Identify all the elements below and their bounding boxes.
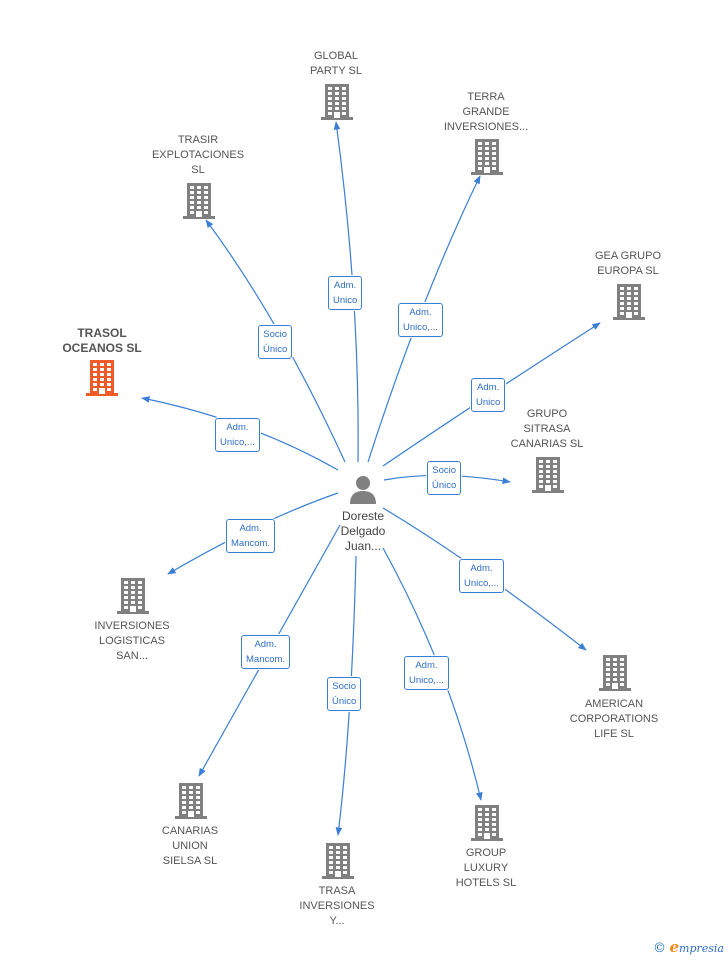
company-label-gea-grupo[interactable]: GEA GRUPO EUROPA SL bbox=[594, 250, 662, 277]
company-label-group-luxury[interactable]: GROUP LUXURY HOTELS SL bbox=[455, 847, 517, 889]
company-label-trasir[interactable]: TRASIR EXPLOTACIONES SL bbox=[151, 134, 245, 176]
relation-label-trasol[interactable]: Adm. Unico,... bbox=[215, 418, 260, 452]
company-label-trasa[interactable]: TRASA INVERSIONES Y... bbox=[299, 885, 375, 927]
center-person-name[interactable]: Doreste Delgado Juan... bbox=[340, 509, 386, 553]
company-label-trasol[interactable]: TRASOL OCEANOS SL bbox=[62, 326, 142, 355]
building-icon[interactable] bbox=[321, 84, 353, 120]
relation-label-canarias-union[interactable]: Adm. Mancom. bbox=[241, 635, 291, 669]
building-icon[interactable] bbox=[599, 655, 631, 691]
company-label-global-party[interactable]: GLOBAL PARTY SL bbox=[310, 50, 362, 77]
relation-label-trasir[interactable]: Socio Único bbox=[258, 325, 293, 359]
company-label-canarias-union[interactable]: CANARIAS UNION SIELSA SL bbox=[161, 825, 219, 867]
company-label-inversiones-logisticas[interactable]: INVERSIONES LOGISTICAS SAN... bbox=[94, 620, 170, 662]
relation-label-terra-grande[interactable]: Adm. Unico,... bbox=[398, 303, 443, 337]
person-icon[interactable] bbox=[347, 473, 379, 505]
relation-label-gea-grupo[interactable]: Adm. Unico bbox=[471, 378, 506, 412]
building-icon[interactable] bbox=[532, 457, 564, 493]
company-label-american-corporations[interactable]: AMERICAN CORPORATIONS LIFE SL bbox=[569, 698, 659, 740]
empresia-logo: © empresia bbox=[653, 938, 724, 956]
building-icon[interactable] bbox=[117, 578, 149, 614]
relation-label-group-luxury[interactable]: Adm. Unico,... bbox=[404, 656, 449, 690]
building-icon[interactable] bbox=[471, 139, 503, 175]
building-icon[interactable] bbox=[175, 783, 207, 819]
brand-initial: e bbox=[669, 938, 680, 956]
building-icon[interactable] bbox=[183, 183, 215, 219]
building-icon[interactable] bbox=[322, 843, 354, 879]
brand-name: mpresia bbox=[679, 942, 724, 955]
company-label-grupo-sitrasa[interactable]: GRUPO SITRASA CANARIAS SL bbox=[510, 408, 584, 450]
relation-label-global-party[interactable]: Adm. Unico bbox=[328, 276, 363, 310]
building-icon[interactable] bbox=[613, 284, 645, 320]
relation-label-trasa[interactable]: Socio Único bbox=[327, 677, 362, 711]
relation-label-american-corporations[interactable]: Adm. Unico,... bbox=[459, 559, 504, 593]
relation-label-inversiones-logisticas[interactable]: Adm. Mancom. bbox=[226, 519, 276, 553]
company-label-terra-grande[interactable]: TERRA GRANDE INVERSIONES... bbox=[443, 91, 529, 133]
building-icon[interactable] bbox=[471, 805, 503, 841]
copyright-symbol: © bbox=[652, 941, 666, 956]
relation-label-grupo-sitrasa[interactable]: Socio Único bbox=[427, 461, 462, 495]
building-icon[interactable] bbox=[86, 360, 118, 396]
